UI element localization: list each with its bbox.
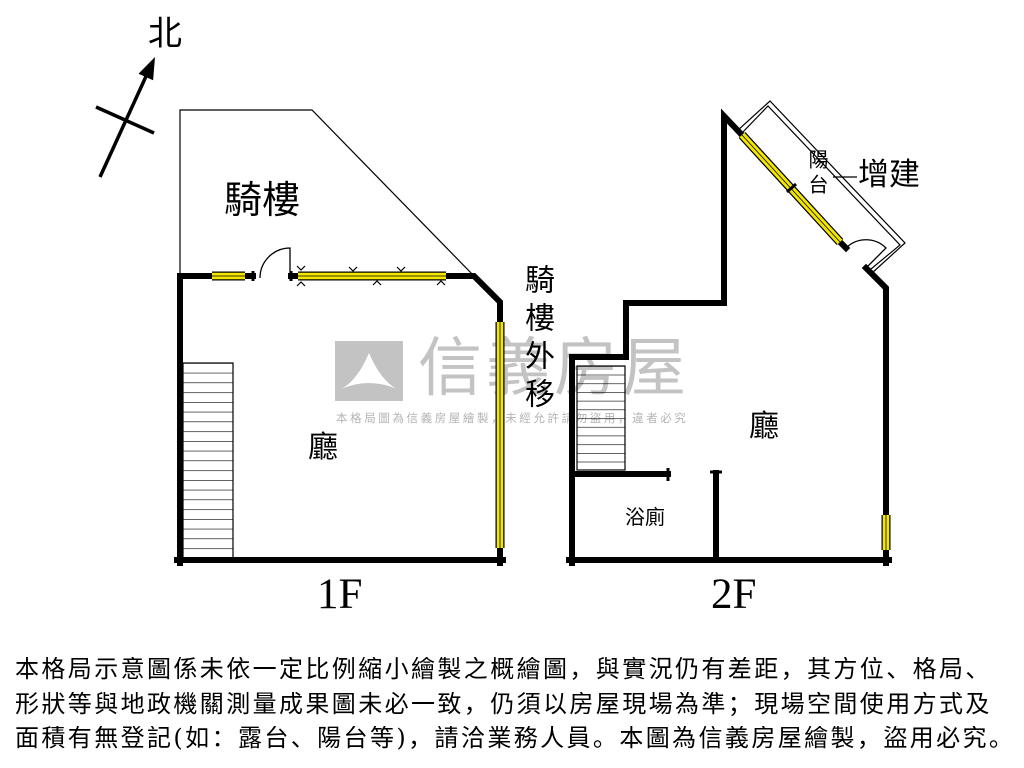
floor-2f-plan	[566, 100, 906, 566]
extension-label: 增建	[858, 157, 920, 193]
stairs-1f	[182, 362, 234, 559]
sinyi-logo-icon	[335, 341, 403, 401]
hall-1f-label: 廳	[308, 430, 338, 465]
door-jambs-1f	[251, 271, 293, 281]
balcony-label: 陽台	[805, 149, 829, 199]
north-arrow-crossbar	[95, 105, 155, 135]
arcade-outline	[179, 109, 475, 277]
stairs-2f	[576, 365, 626, 471]
walls-1f	[174, 273, 506, 566]
north-arrow-shaft	[98, 71, 150, 178]
disclaimer-line: 面積有無登記(如：露台、陽台等)，請洽業務人員。本圖為信義房屋繪製，盜用必究。	[15, 726, 1015, 750]
bathroom-label: 浴廁	[625, 505, 665, 529]
window-2f-balcony	[738, 131, 844, 246]
disclaimer-line: 本格局示意圖係未依一定比例縮小繪製之概繪圖，與實況仍有差距，其方位、格局、	[15, 657, 992, 681]
floor-2f-label: 2F	[711, 571, 757, 618]
door-2f-balcony	[845, 239, 887, 269]
floor-plan-drawing	[95, 57, 906, 566]
floor-1f-label: 1F	[317, 571, 363, 618]
window-sash-marks	[296, 265, 446, 287]
watermark-notice: 本格局圖為信義房屋繪製，未經允許請勿盜用，違者必究	[336, 411, 689, 425]
bathroom-walls	[569, 470, 719, 563]
balcony-outline-inner	[740, 105, 901, 270]
arcade-label: 騎樓	[224, 178, 301, 222]
floor-1f-plan	[174, 109, 506, 566]
disclaimer-line: 形狀等與地政機關測量成果圖未必一致，仍須以房屋現場為準；現場空間使用方式及	[15, 692, 992, 716]
arcade-moved-note: 騎樓外移	[519, 264, 554, 416]
hall-2f-label: 廳	[749, 409, 779, 444]
bathroom-wall-caps	[666, 468, 722, 481]
walls-2f	[566, 108, 892, 566]
watermark-brand: 信義房屋	[418, 332, 690, 406]
north-arrow-head	[138, 57, 155, 81]
balcony-outline-outer	[736, 100, 906, 274]
door-1f	[259, 247, 291, 279]
north-arrow-icon	[95, 57, 155, 178]
compass-north-label: 北	[148, 14, 182, 54]
sinyi-logo-shape	[341, 353, 397, 389]
